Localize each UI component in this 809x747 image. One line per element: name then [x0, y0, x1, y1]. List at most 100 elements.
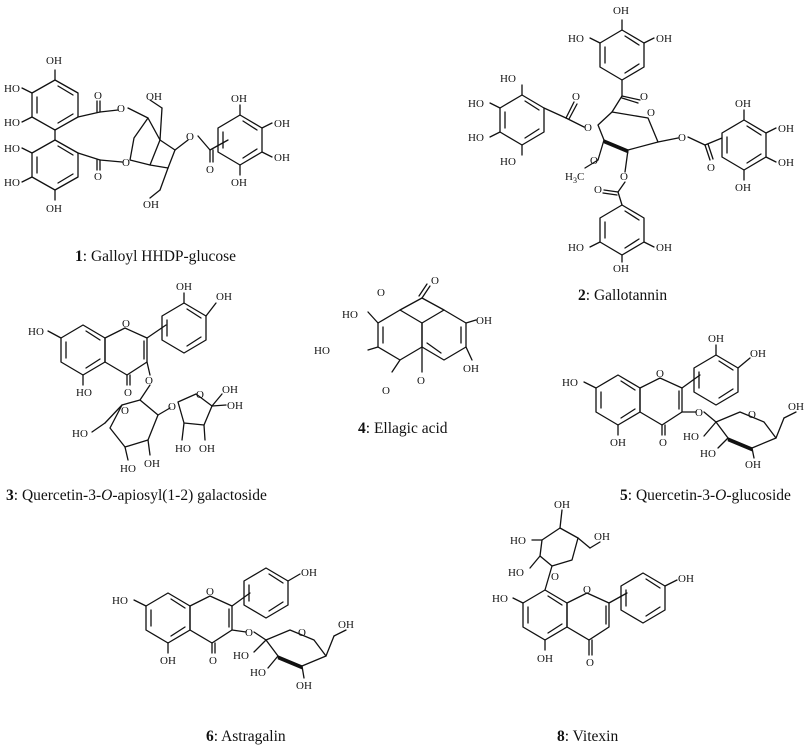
hydroxyl-label: OH — [338, 619, 354, 631]
hydroxyl-label: OH — [231, 177, 247, 189]
oxygen-label: O — [196, 389, 204, 401]
hydroxyl-label: HO — [4, 177, 20, 189]
hydroxyl-label: OH — [199, 443, 215, 455]
hydroxyl-label: OH — [160, 655, 176, 667]
hydroxyl-label: HO — [500, 156, 516, 168]
hydroxyl-label: OH — [476, 315, 492, 327]
oxygen-label: O — [584, 122, 592, 134]
hydroxyl-label: HO — [700, 448, 716, 460]
oxygen-label: O — [382, 385, 390, 397]
hydroxyl-label: OH — [143, 199, 159, 211]
hydroxyl-label: OH — [613, 5, 629, 17]
hydroxyl-label: OH — [463, 363, 479, 375]
hydroxyl-label: HO — [568, 242, 584, 254]
aryl-ring — [31, 139, 79, 191]
structure-2-gallotannin — [489, 19, 777, 263]
hydroxyl-label: OH — [735, 182, 751, 194]
hydroxyl-label: OH — [274, 118, 290, 130]
hydroxyl-label: OH — [745, 459, 761, 471]
oxygen-label: O — [94, 171, 102, 183]
oxygen-label: O — [206, 586, 214, 598]
oxygen-label: O — [586, 657, 594, 669]
hydroxyl-label: OH — [750, 348, 766, 360]
hydroxyl-label: OH — [46, 203, 62, 215]
structure-3-quercetin-apiosyl-galactoside — [47, 292, 227, 461]
hydroxyl-label: HO — [4, 143, 20, 155]
hydroxyl-label: OH — [176, 281, 192, 293]
oxygen-label: O — [594, 184, 602, 196]
oxygen-label: O — [707, 162, 715, 174]
hydroxyl-label: HO — [510, 535, 526, 547]
hydroxyl-label: HO — [233, 650, 249, 662]
oxygen-label: O — [678, 132, 686, 144]
hydroxyl-label: HO — [683, 431, 699, 443]
oxygen-label: O — [117, 103, 125, 115]
hydroxyl-label: HO — [562, 377, 578, 389]
oxygen-label: O — [245, 627, 253, 639]
structure-1-galloyl-hhdp-glucose — [21, 69, 273, 201]
oxygen-label: O — [590, 155, 598, 167]
aryl-ring — [693, 354, 739, 406]
aryl-ring — [620, 572, 666, 624]
structure-5-quercetin-glucoside — [583, 344, 797, 459]
hydroxyl-label: OH — [231, 93, 247, 105]
structure-6-astragalin — [133, 567, 347, 679]
hydroxyl-label: OH — [656, 33, 672, 45]
structure-4-ellagic-acid — [367, 283, 477, 373]
hydroxyl-label: OH — [222, 384, 238, 396]
oxygen-label: O — [695, 407, 703, 419]
hydroxyl-label: HO — [120, 463, 136, 475]
hydroxyl-label: HO — [28, 326, 44, 338]
oxygen-label: O — [417, 375, 425, 387]
hydroxyl-label: OH — [594, 531, 610, 543]
oxygen-label: O — [121, 405, 129, 417]
hydroxyl-label: HO — [72, 428, 88, 440]
oxygen-label: O — [122, 157, 130, 169]
aryl-ring — [599, 29, 645, 81]
hydroxyl-label: HO — [500, 73, 516, 85]
oxygen-label: O — [94, 90, 102, 102]
hydroxyl-label: OH — [678, 573, 694, 585]
hydroxyl-label: OH — [778, 123, 794, 135]
oxygen-label: O — [620, 171, 628, 183]
hydroxyl-label: HO — [4, 117, 20, 129]
caption-compound-1: 1: Galloyl HHDP-glucose — [75, 248, 236, 265]
aryl-ring — [161, 302, 207, 354]
hydroxyl-label: OH — [216, 291, 232, 303]
hydroxyl-label: HO — [314, 345, 330, 357]
hydroxyl-label: OH — [227, 400, 243, 412]
hydroxyl-label: HO — [468, 132, 484, 144]
oxygen-label: O — [431, 275, 439, 287]
hydroxyl-label: HO — [508, 567, 524, 579]
hydroxyl-label: OH — [537, 653, 553, 665]
oxygen-label: O — [298, 627, 306, 639]
hydroxyl-label: HO — [568, 33, 584, 45]
hydroxyl-label: HO — [250, 667, 266, 679]
hydroxyl-label: OH — [613, 263, 629, 275]
hydroxyl-label: HO — [175, 443, 191, 455]
oxygen-label: O — [583, 584, 591, 596]
aryl-ring — [217, 114, 263, 166]
oxygen-label: O — [209, 655, 217, 667]
caption-compound-8: 8: Vitexin — [557, 728, 618, 745]
hydroxyl-label: OH — [708, 333, 724, 345]
hydroxyl-label: HO — [492, 593, 508, 605]
oxygen-label: O — [748, 409, 756, 421]
oxygen-label: O — [206, 164, 214, 176]
hydroxyl-label: OH — [778, 157, 794, 169]
hydroxyl-label: HO — [468, 98, 484, 110]
oxygen-label: O — [168, 401, 176, 413]
hydroxyl-label: OH — [554, 499, 570, 511]
hydroxyl-label: OH — [144, 458, 160, 470]
caption-compound-5: 5: Quercetin-3-O-glucoside — [620, 487, 791, 504]
oxygen-label: O — [647, 107, 655, 119]
hydroxyl-label: OH — [301, 567, 317, 579]
oxygen-label: O — [572, 91, 580, 103]
aryl-ring — [721, 119, 767, 171]
oxygen-label: O — [659, 437, 667, 449]
hydroxyl-label: HO — [112, 595, 128, 607]
aryl-ring — [499, 94, 545, 146]
aryl-ring — [31, 79, 79, 131]
hydroxyl-label: OH — [610, 437, 626, 449]
